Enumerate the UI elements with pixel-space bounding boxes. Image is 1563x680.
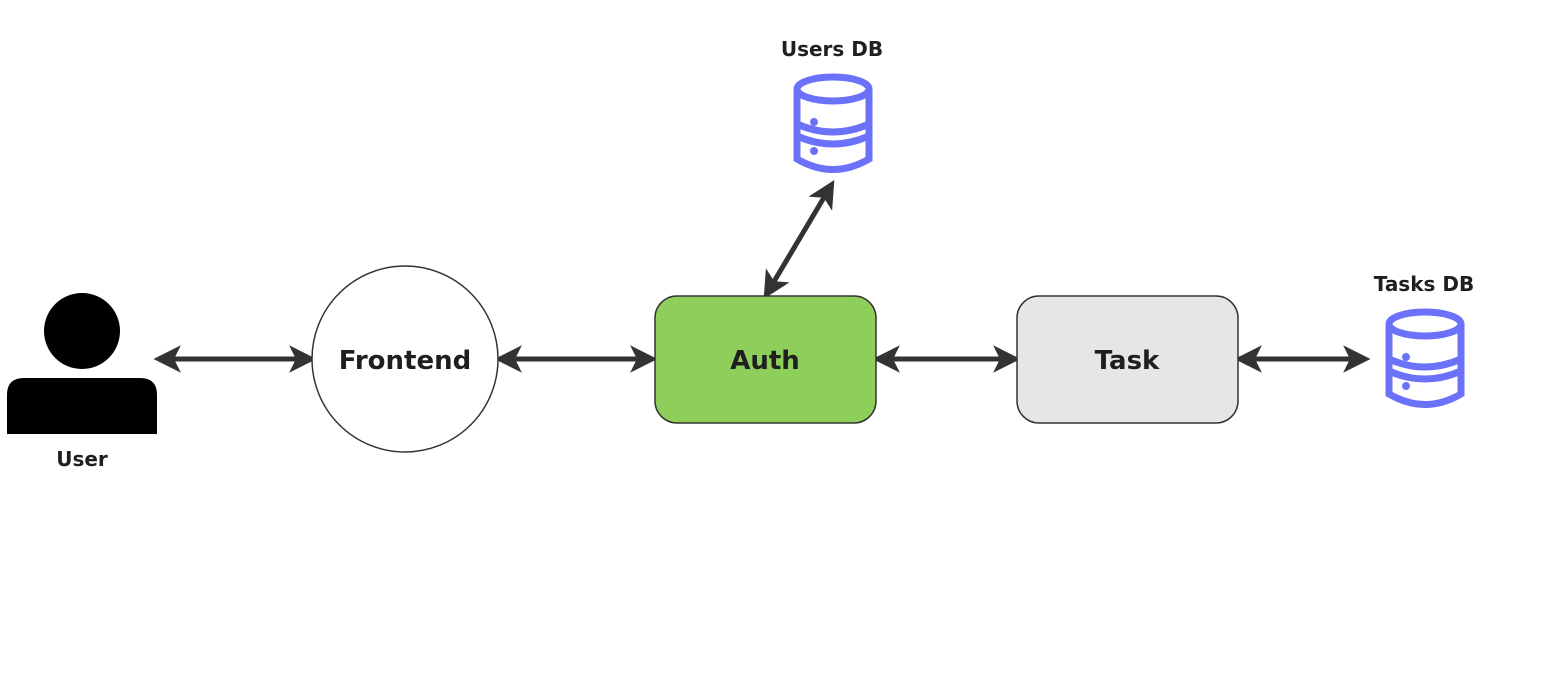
user-node[interactable]: User xyxy=(7,293,157,471)
auth-node[interactable]: Auth xyxy=(654,295,877,424)
user-label: User xyxy=(56,447,108,471)
database-icon xyxy=(1385,308,1465,408)
arrow-auth-usersdb[interactable] xyxy=(763,180,835,299)
user-icon xyxy=(7,293,157,434)
auth-label: Auth xyxy=(730,346,800,376)
connectors xyxy=(153,180,1371,373)
auth-shape xyxy=(654,295,877,424)
task-shape xyxy=(1016,295,1239,424)
tasks-db-label: Tasks DB xyxy=(1374,272,1474,296)
users-db-node[interactable]: Users DB xyxy=(781,37,883,173)
tasks-db-node[interactable]: Tasks DB xyxy=(1374,272,1474,408)
frontend-shape xyxy=(311,265,499,453)
frontend-node[interactable]: Frontend xyxy=(311,265,499,453)
users-db-label: Users DB xyxy=(781,37,883,61)
task-label: Task xyxy=(1095,346,1160,376)
frontend-label: Frontend xyxy=(339,346,471,376)
database-icon xyxy=(793,73,873,173)
task-node[interactable]: Task xyxy=(1016,295,1239,424)
